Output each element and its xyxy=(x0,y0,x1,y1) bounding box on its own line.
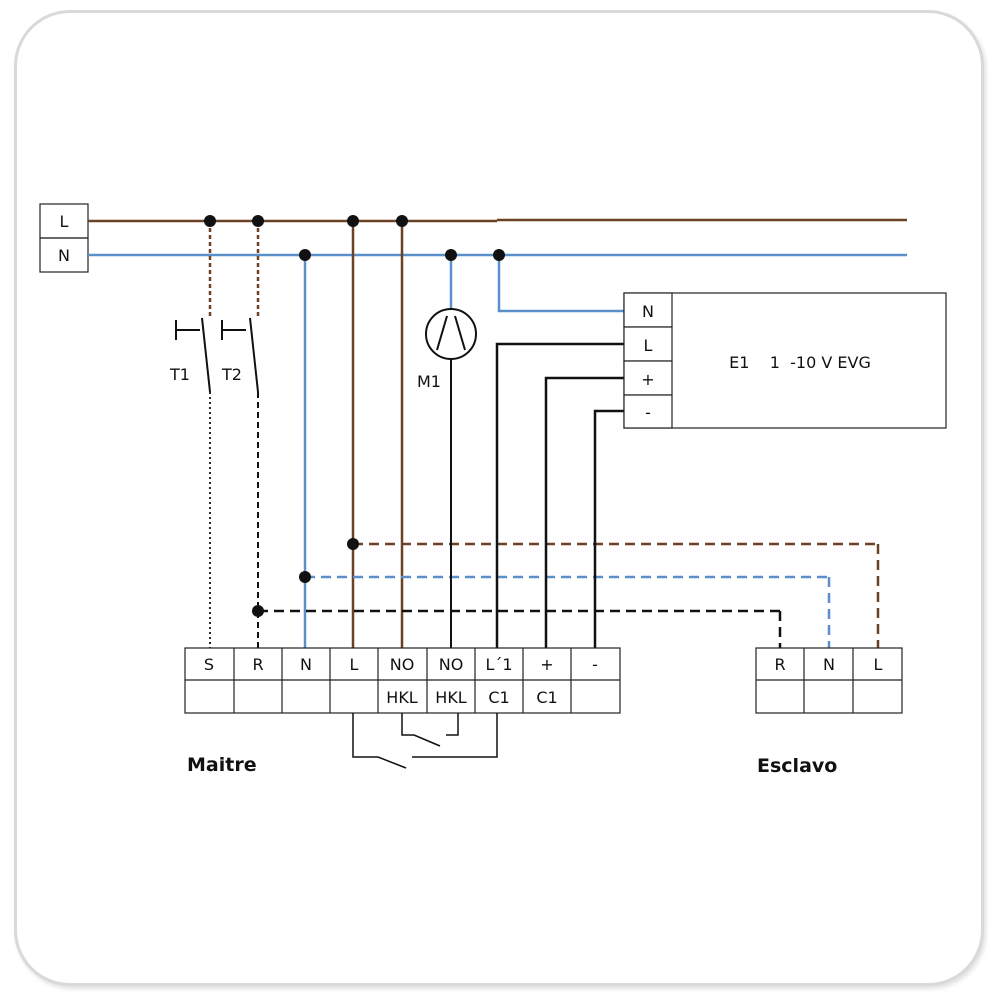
motor-m1-label: M1 xyxy=(417,372,441,391)
slave-top-labels: R N L xyxy=(774,655,882,674)
ballast-terminal-minus: - xyxy=(645,403,651,422)
slave-title: Esclavo xyxy=(757,755,837,777)
master-terminal-l1: L´1 xyxy=(485,655,512,674)
master-title: Maitre xyxy=(187,754,257,776)
master-terminal-no-2: NO xyxy=(439,655,464,674)
supply-n-label: N xyxy=(58,246,70,265)
ballast-terminal-plus: + xyxy=(641,370,654,389)
ballast-terminal-l: L xyxy=(644,336,653,355)
ballast-label: E1 1 -10 V EVG xyxy=(729,353,871,372)
master-terminal-block xyxy=(184,647,621,714)
switch-t1-label: T1 xyxy=(169,365,190,384)
slave-terminal-n: N xyxy=(823,655,835,674)
master-top-labels: S R N L NO NO L´1 + - xyxy=(204,655,598,674)
master-terminal-r: R xyxy=(252,655,263,674)
internal-relay-contacts xyxy=(352,713,498,769)
ballast-terminal-n: N xyxy=(642,302,654,321)
master-sub-c1-2: C1 xyxy=(536,688,557,707)
master-terminal-no-1: NO xyxy=(390,655,415,674)
slave-terminal-r: R xyxy=(774,655,785,674)
diagram-frame xyxy=(14,10,984,986)
master-sub-hkl-1: HKL xyxy=(386,688,418,707)
master-bottom-labels: HKL HKL C1 C1 xyxy=(386,688,557,707)
phase-drops xyxy=(208,221,880,648)
master-terminal-s: S xyxy=(204,655,214,674)
control-wires xyxy=(495,342,624,648)
switch-t2-label: T2 xyxy=(221,365,242,384)
master-sub-c1-1: C1 xyxy=(488,688,509,707)
slave-terminal-block xyxy=(755,647,903,714)
junction-dots xyxy=(204,215,505,617)
switch-t1 xyxy=(175,317,211,648)
slave-terminal-l: L xyxy=(874,655,883,674)
master-sub-hkl-2: HKL xyxy=(435,688,467,707)
master-terminal-n: N xyxy=(300,655,312,674)
supply-l-label: L xyxy=(60,212,69,231)
master-terminal-minus: - xyxy=(592,655,598,674)
motor-m1-icon xyxy=(425,308,477,648)
ballast-e1 xyxy=(623,292,947,429)
phase-bus xyxy=(88,218,907,223)
master-terminal-plus: + xyxy=(540,655,553,674)
master-terminal-l: L xyxy=(350,655,359,674)
